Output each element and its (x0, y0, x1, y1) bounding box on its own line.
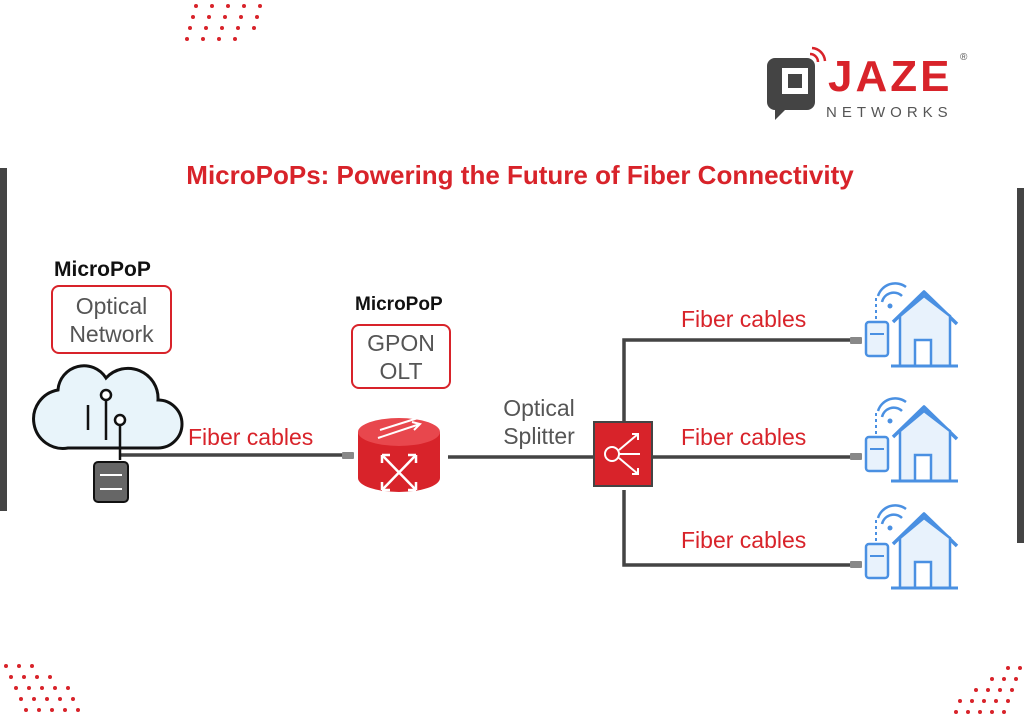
decorative-dot (1002, 677, 1006, 681)
decorative-dot (40, 686, 44, 690)
fiber-cable-home-3 (622, 490, 860, 567)
decorative-dot (252, 26, 256, 30)
decorative-dot (986, 688, 990, 692)
olt-line2: OLT (379, 357, 423, 384)
decorative-dot (1010, 688, 1014, 692)
decorative-dot (194, 4, 198, 8)
decorative-dot (239, 15, 243, 19)
decorative-dot (53, 686, 57, 690)
registered-mark: ® (960, 52, 968, 63)
decorative-dot (58, 697, 62, 701)
decorative-dot (1006, 699, 1010, 703)
decorative-dot (185, 37, 189, 41)
decorative-dot (954, 710, 958, 714)
decorative-dot (24, 708, 28, 712)
decorative-dot (66, 686, 70, 690)
decorative-dot (17, 664, 21, 668)
fiber-label-home-1: Fiber cables (681, 306, 807, 332)
decorative-dot (1006, 666, 1010, 670)
fiber-label-home-2: Fiber cables (681, 424, 807, 450)
decorative-dot (970, 699, 974, 703)
decorative-dot (188, 26, 192, 30)
home-wifi-icon (864, 397, 959, 483)
decorative-dot (966, 710, 970, 714)
fiber-cable-lines (120, 338, 860, 567)
home-wifi-icon (864, 504, 959, 590)
decorative-dot (30, 664, 34, 668)
decorative-dot (220, 26, 224, 30)
decorative-dot (201, 37, 205, 41)
decorative-dot (210, 4, 214, 8)
home-wifi-icon (864, 282, 959, 368)
decorative-dot (1014, 677, 1018, 681)
splitter-line1: Optical (503, 395, 575, 421)
fiber-label-home-3: Fiber cables (681, 527, 807, 553)
decorative-dot (1018, 666, 1022, 670)
decorative-dot (242, 4, 246, 8)
decorative-dot (4, 664, 8, 668)
right-edge-bar (1017, 188, 1024, 543)
decorative-dot (958, 699, 962, 703)
splitter-label: Optical Splitter (488, 394, 590, 450)
decorative-dot (63, 708, 67, 712)
decorative-dot (71, 697, 75, 701)
jaze-logo-icon (767, 46, 827, 120)
decorative-dots (4, 4, 1022, 714)
optical-network-line1: Optical (75, 292, 148, 319)
decorative-dot (37, 708, 41, 712)
decorative-dot (76, 708, 80, 712)
olt-line1: GPON (367, 329, 435, 356)
decorative-dot (207, 15, 211, 19)
router-icon (358, 417, 440, 492)
decorative-dot (19, 697, 23, 701)
optical-network-line2: Network (69, 320, 154, 347)
fiber-label-network-olt: Fiber cables (188, 424, 314, 450)
decorative-dot (9, 675, 13, 679)
decorative-dot (974, 688, 978, 692)
decorative-dot (998, 688, 1002, 692)
decorative-dot (191, 15, 195, 19)
decorative-dot (236, 26, 240, 30)
brand-name: JAZE (828, 52, 953, 101)
olt-heading: MicroPoP (355, 294, 443, 315)
decorative-dot (233, 37, 237, 41)
decorative-dot (14, 686, 18, 690)
homes-group (864, 282, 959, 590)
decorative-dot (50, 708, 54, 712)
decorative-dot (223, 15, 227, 19)
decorative-dot (978, 710, 982, 714)
decorative-dot (27, 686, 31, 690)
decorative-dot (226, 4, 230, 8)
olt-box: GPON OLT (351, 324, 451, 389)
decorative-dot (255, 15, 259, 19)
decorative-dot (990, 677, 994, 681)
left-edge-bar (0, 168, 7, 511)
decorative-dot (22, 675, 26, 679)
optical-network-box: Optical Network (51, 285, 172, 354)
fiber-cable-home-1 (622, 338, 860, 424)
page-title: MicroPoPs: Powering the Future of Fiber … (186, 160, 854, 190)
decorative-dot (204, 26, 208, 30)
splitter-line2: Splitter (503, 423, 575, 449)
decorative-dot (982, 699, 986, 703)
cloud-server-icon (32, 364, 184, 503)
decorative-dot (994, 699, 998, 703)
optical-splitter-icon (593, 421, 653, 487)
decorative-dot (45, 697, 49, 701)
decorative-dot (35, 675, 39, 679)
decorative-dot (990, 710, 994, 714)
decorative-dot (258, 4, 262, 8)
decorative-dot (217, 37, 221, 41)
decorative-dot (32, 697, 36, 701)
decorative-dot (48, 675, 52, 679)
brand-sub: NETWORKS (826, 104, 953, 121)
optical-network-heading: MicroPoP (54, 258, 151, 281)
fiber-connectors (342, 337, 862, 568)
decorative-dot (1002, 710, 1006, 714)
